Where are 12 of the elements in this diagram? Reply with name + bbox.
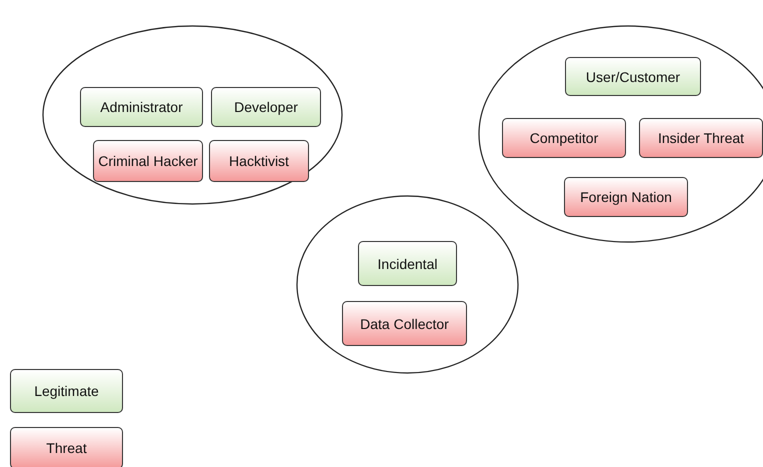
role-tag: Competitor bbox=[502, 118, 626, 158]
role-tag: Developer bbox=[211, 87, 321, 127]
role-tag: Administrator bbox=[80, 87, 203, 127]
legend-key: Threat bbox=[10, 427, 123, 467]
role-tag: Hacktivist bbox=[209, 140, 309, 182]
role-tag: Incidental bbox=[358, 241, 457, 286]
role-tag: Insider Threat bbox=[639, 118, 763, 158]
role-tag: Data Collector bbox=[342, 301, 467, 346]
role-tag: Foreign Nation bbox=[564, 177, 688, 217]
legend-key: Legitimate bbox=[10, 369, 123, 413]
role-tag: Criminal Hacker bbox=[93, 140, 203, 182]
role-tag: User/Customer bbox=[565, 57, 701, 96]
